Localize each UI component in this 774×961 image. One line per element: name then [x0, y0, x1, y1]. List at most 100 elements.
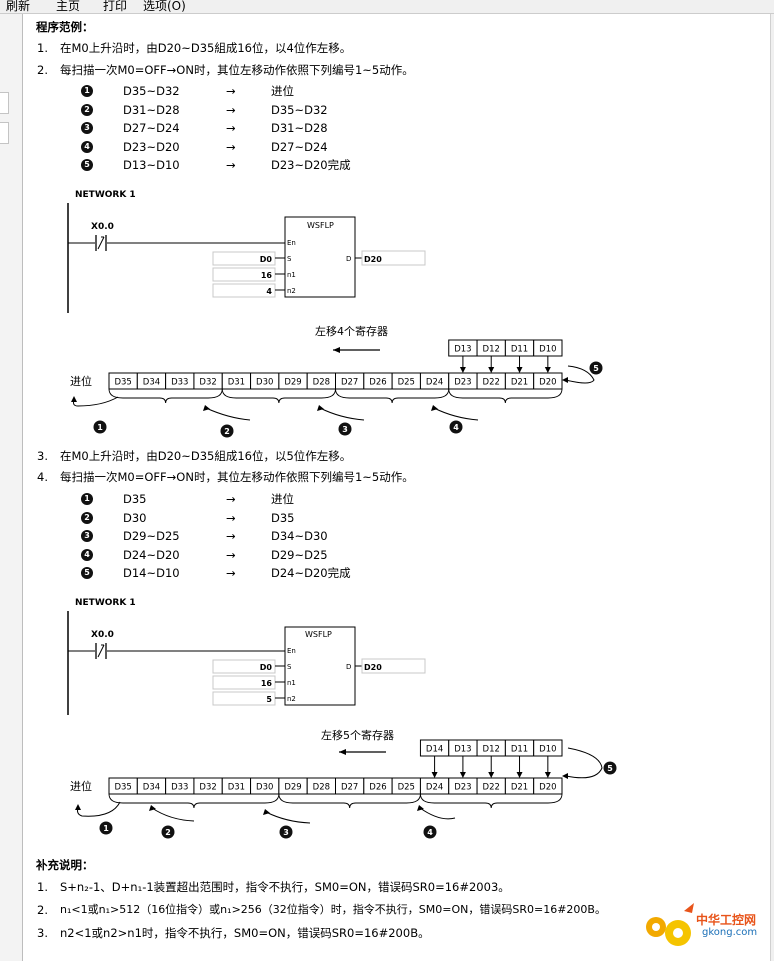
register-label: D29 [284, 378, 301, 388]
transfer-curve [565, 747, 603, 779]
register-label: D24 [426, 378, 443, 388]
register-label: D27 [341, 783, 358, 793]
transfer-curve [319, 407, 365, 421]
step-text: 在M0上升沿时，由D20~D35組成16位，以5位作左移。 [60, 449, 352, 463]
group-brace [108, 388, 223, 404]
source-label: D10 [539, 745, 556, 755]
step-text: 每扫描一次M0=OFF→ON时，其位左移动作依照下列编号1~5动作。 [60, 470, 414, 484]
ladder-diagram: NETWORK 1 X0.0 WSFLP En S n1 n2 D D0 16 … [67, 190, 426, 313]
register-label: D23 [454, 378, 471, 388]
register-label: D33 [171, 378, 188, 388]
source-label: D10 [539, 345, 556, 355]
register-label: D21 [511, 783, 528, 793]
group-brace [108, 793, 280, 809]
arrow-head-icon [263, 809, 270, 815]
step-badge-label: 4 [427, 828, 433, 837]
register-label: D30 [256, 783, 273, 793]
source-label: D12 [483, 745, 500, 755]
scrollbar[interactable] [770, 14, 774, 961]
pin-d: D [346, 663, 351, 671]
step-badge: 3 [81, 530, 93, 542]
operand-n2: 4 [266, 287, 272, 296]
arrow-head-icon [562, 377, 568, 383]
arrow-down-icon [516, 367, 523, 373]
step-badge-label: 2 [165, 828, 171, 837]
arrow-down-icon [544, 772, 551, 778]
menu-options[interactable]: 选项(O) [143, 0, 186, 13]
arrow-head-icon [317, 405, 324, 411]
operand-d: D20 [364, 663, 382, 672]
side-panel [0, 14, 23, 961]
arrow-head-icon [417, 805, 424, 811]
register-label: D35 [114, 783, 131, 793]
register-label: D20 [539, 378, 556, 388]
move-from: D29~D25 [123, 529, 180, 543]
watermark-url: gkong.com [702, 927, 758, 938]
ladder-diagram: NETWORK 1 X0.0 WSFLP En S n1 n2 D D0 16 … [67, 598, 426, 715]
move-from: D30 [123, 510, 147, 525]
group-brace [335, 388, 450, 404]
pin-s: S [287, 663, 292, 671]
watermark-text: 中华工控网 [696, 913, 757, 927]
step-text: 每扫描一次M0=OFF→ON时，其位左移动作依照下列编号1~5动作。 [60, 63, 414, 77]
move-to: D31~D28 [271, 121, 328, 135]
move-arrow: → [226, 158, 236, 172]
register-label: D29 [284, 783, 301, 793]
side-control[interactable] [0, 92, 9, 114]
menu-print[interactable]: 打印 [103, 0, 128, 13]
step-badge-label: 5 [593, 364, 599, 373]
source-label: D14 [426, 745, 443, 755]
arrow-head-icon [562, 773, 568, 779]
move-from: D31~D28 [123, 102, 180, 117]
arrow-head-icon [333, 347, 340, 353]
arrow-down-icon [459, 367, 466, 373]
group-brace [419, 793, 563, 809]
group-brace [278, 793, 421, 809]
register-label: D25 [398, 378, 415, 388]
arrow-head-icon [339, 749, 346, 755]
transfer-curve [77, 801, 121, 817]
move-arrow: → [226, 547, 236, 562]
move-to: D27~D24 [271, 139, 328, 154]
step-badge-label: 3 [283, 828, 289, 837]
register-label: D20 [539, 783, 556, 793]
watermark-logo: 中华工控网 gkong.com [640, 903, 768, 949]
step-badge [93, 420, 107, 434]
step-badge [99, 821, 113, 835]
step-badge [161, 825, 175, 839]
gear-icon [646, 903, 694, 946]
pin-n1: n1 [287, 679, 296, 687]
move-arrow: → [226, 84, 236, 98]
group-brace [448, 388, 563, 404]
move-from: D14~D10 [123, 566, 180, 580]
register-label: D32 [199, 378, 216, 388]
operand-n2: 5 [266, 695, 272, 704]
step-badge: 4 [81, 140, 93, 153]
step-badge-label: 5 [607, 764, 613, 773]
step-badge: 1 [81, 85, 93, 97]
side-control[interactable] [0, 122, 9, 144]
operand-n1: 16 [261, 271, 273, 280]
menu-refresh[interactable]: 刷新 [6, 0, 31, 13]
register-label: D22 [483, 378, 500, 388]
arrow-down-icon [459, 772, 466, 778]
move-from: D24~D20 [123, 547, 180, 562]
menu-home[interactable]: 主页 [56, 0, 81, 13]
group-brace [221, 388, 336, 404]
register-label: D23 [454, 783, 471, 793]
move-arrow: → [226, 139, 236, 154]
transfer-curve [205, 407, 251, 421]
register-label: D28 [313, 783, 330, 793]
move-to: 进位 [271, 492, 294, 506]
move-arrow: → [226, 102, 236, 117]
move-to: D23~D20完成 [271, 158, 351, 172]
register-label: D34 [143, 378, 160, 388]
move-arrow: → [226, 492, 236, 506]
move-to: D34~D30 [271, 529, 328, 543]
carry-label: 进位 [70, 374, 92, 388]
move-arrow: → [226, 121, 236, 135]
move-to: D29~D25 [271, 547, 328, 562]
register-label: D32 [199, 783, 216, 793]
